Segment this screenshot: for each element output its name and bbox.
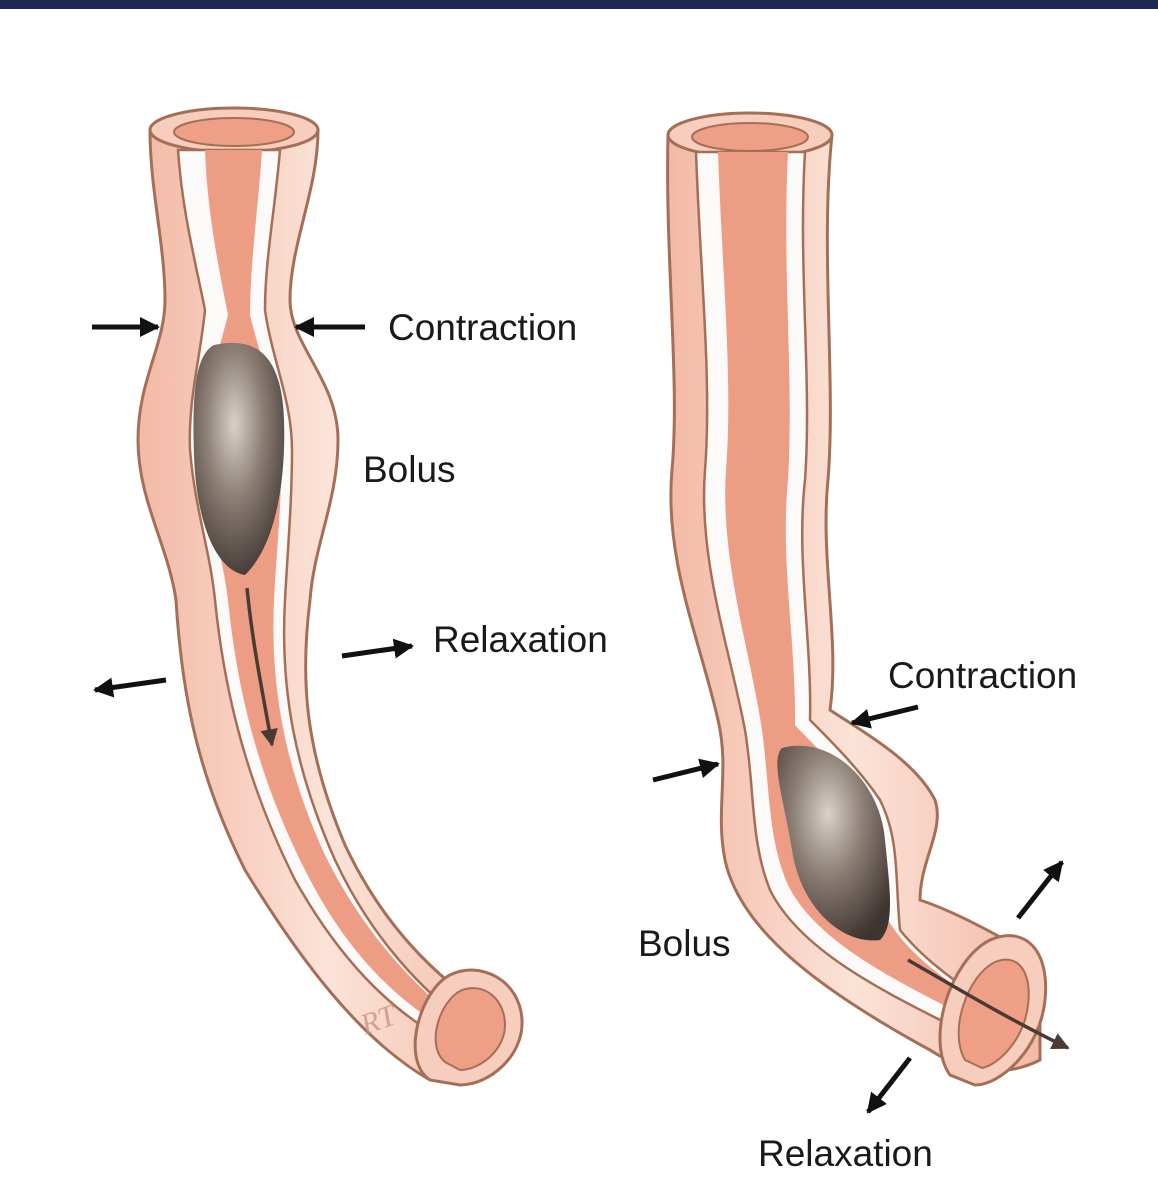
right-relaxation-arrow-out-up (1016, 860, 1064, 920)
left-relaxation-arrow-out-left (93, 677, 167, 698)
right-bolus-mass (777, 745, 890, 941)
left-relaxation-label: Relaxation (433, 619, 608, 660)
right-bolus-label: Bolus (638, 923, 731, 964)
right-relaxation-label: Relaxation (758, 1133, 933, 1174)
left-relaxation-arrow-out-right (341, 638, 414, 659)
right-relaxation-arrow-out-down (866, 1056, 912, 1114)
left-contraction-label: Contraction (388, 307, 577, 348)
right-flow-arrow (907, 958, 1070, 1050)
right-esophagus-tube (666, 111, 1070, 1087)
left-flow-arrow (245, 587, 278, 747)
left-bolus-mass (193, 342, 285, 575)
left-esophagus-tube: RT (136, 106, 524, 1087)
right-contraction-arrow-in-left (652, 758, 720, 783)
top-border-line (0, 0, 1158, 9)
left-bolus-label: Bolus (363, 449, 456, 490)
right-contraction-arrow-in-right (850, 704, 919, 729)
right-contraction-label: Contraction (888, 655, 1077, 696)
